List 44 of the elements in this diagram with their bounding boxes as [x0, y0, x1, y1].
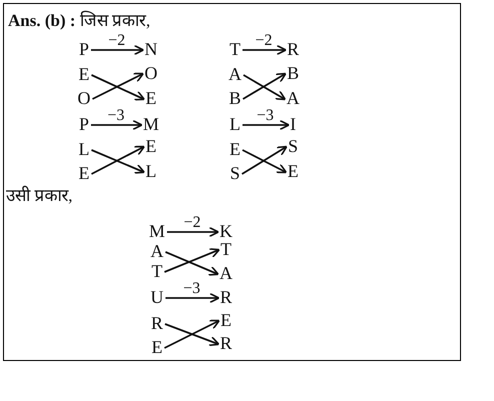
- letter: L: [230, 115, 240, 133]
- letter: A: [150, 242, 164, 260]
- letter: K: [220, 222, 232, 240]
- arrow: [242, 44, 287, 56]
- letter: A: [228, 65, 242, 83]
- letter: L: [78, 140, 90, 158]
- letter: B: [228, 89, 241, 107]
- letter: M: [142, 115, 159, 133]
- text-line: Ans. (b) : जिस प्रकार,: [8, 12, 150, 31]
- letter: S: [230, 164, 240, 182]
- arrow: [242, 120, 290, 130]
- letter: R: [286, 40, 299, 58]
- letter: E: [220, 311, 232, 329]
- letter: E: [288, 162, 298, 180]
- letter: M: [148, 222, 165, 240]
- letter: E: [78, 164, 90, 182]
- letter: N: [144, 40, 158, 58]
- letter: E: [78, 65, 90, 83]
- letter: T: [152, 262, 162, 280]
- arrow: [167, 226, 220, 238]
- letter: U: [150, 288, 164, 306]
- letter: R: [150, 314, 163, 332]
- letter: B: [286, 64, 299, 82]
- letter: T: [230, 40, 240, 58]
- letter: A: [220, 264, 232, 282]
- letter: E: [146, 137, 156, 155]
- arrow: [91, 120, 143, 130]
- letter: I: [290, 115, 296, 133]
- arrow: [91, 44, 144, 56]
- letter: P: [78, 40, 89, 58]
- letter: R: [220, 334, 232, 352]
- letter: A: [286, 89, 300, 107]
- letter: R: [220, 288, 232, 306]
- letter: E: [152, 338, 162, 356]
- letter: E: [146, 89, 156, 107]
- letter: T: [220, 240, 232, 258]
- arrow: [166, 292, 220, 304]
- letter: S: [288, 137, 298, 155]
- letter: P: [78, 115, 89, 133]
- letter: O: [144, 64, 158, 82]
- letter: E: [230, 140, 240, 158]
- letter: L: [146, 162, 156, 180]
- text-line: उसी प्रकार,: [6, 187, 72, 206]
- letter: O: [78, 89, 90, 107]
